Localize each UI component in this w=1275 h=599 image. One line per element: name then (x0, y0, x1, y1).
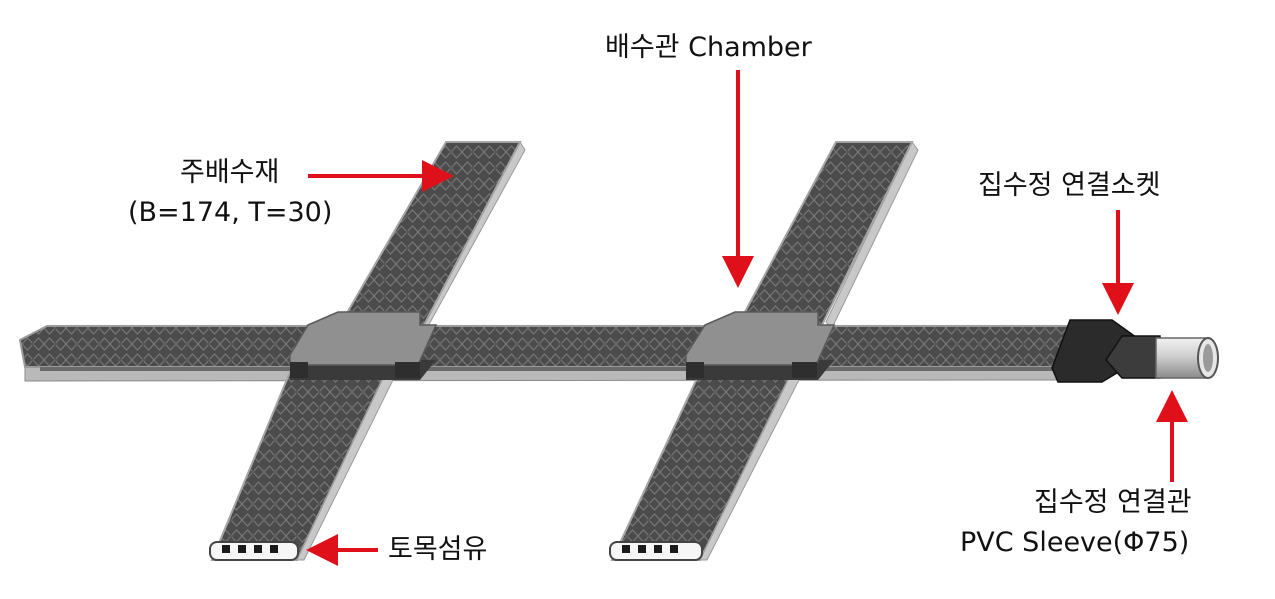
connection-pipe-label: 집수정 연결관 (1034, 487, 1192, 518)
main-drain-spec-label: (B=174, T=30) (128, 197, 333, 228)
chamber-label: 배수관 Chamber (605, 32, 812, 63)
main-drain-label: 주배수재 (180, 157, 280, 188)
left-cross-strip (209, 141, 526, 561)
right-strip-end-profile (609, 541, 703, 561)
chamber-right (685, 311, 836, 380)
collection-socket (1051, 319, 1161, 383)
pvc-sleeve (1155, 337, 1219, 379)
pvc-sleeve-label: PVC Sleeve(Φ75) (960, 527, 1190, 558)
chamber-left (289, 311, 438, 380)
geotextile-label: 토목섬유 (388, 534, 488, 565)
strip-corrugation-teeth (40, 367, 1058, 371)
socket-label: 집수정 연결소켓 (978, 170, 1161, 201)
right-cross-strip (609, 141, 919, 561)
left-strip-end-profile (209, 541, 299, 561)
main-drain-strip (18, 325, 1082, 382)
